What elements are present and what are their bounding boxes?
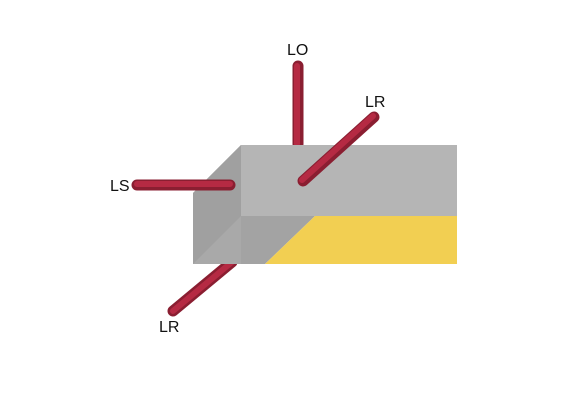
box-front-face (241, 145, 457, 216)
label-lr-lower: LR (159, 319, 179, 336)
rod-lower-left (167, 256, 238, 317)
rod-upper-right (297, 111, 380, 187)
rod-left (131, 179, 236, 191)
box-yellow-stripe (265, 216, 457, 264)
label-ls: LS (110, 178, 130, 195)
label-lo: LO (287, 42, 308, 59)
box-inner-shadow (193, 145, 241, 264)
label-lr-upper: LR (365, 94, 385, 111)
rod-top (292, 60, 304, 150)
box-3d (193, 145, 457, 264)
box-lower-gray (241, 216, 315, 264)
